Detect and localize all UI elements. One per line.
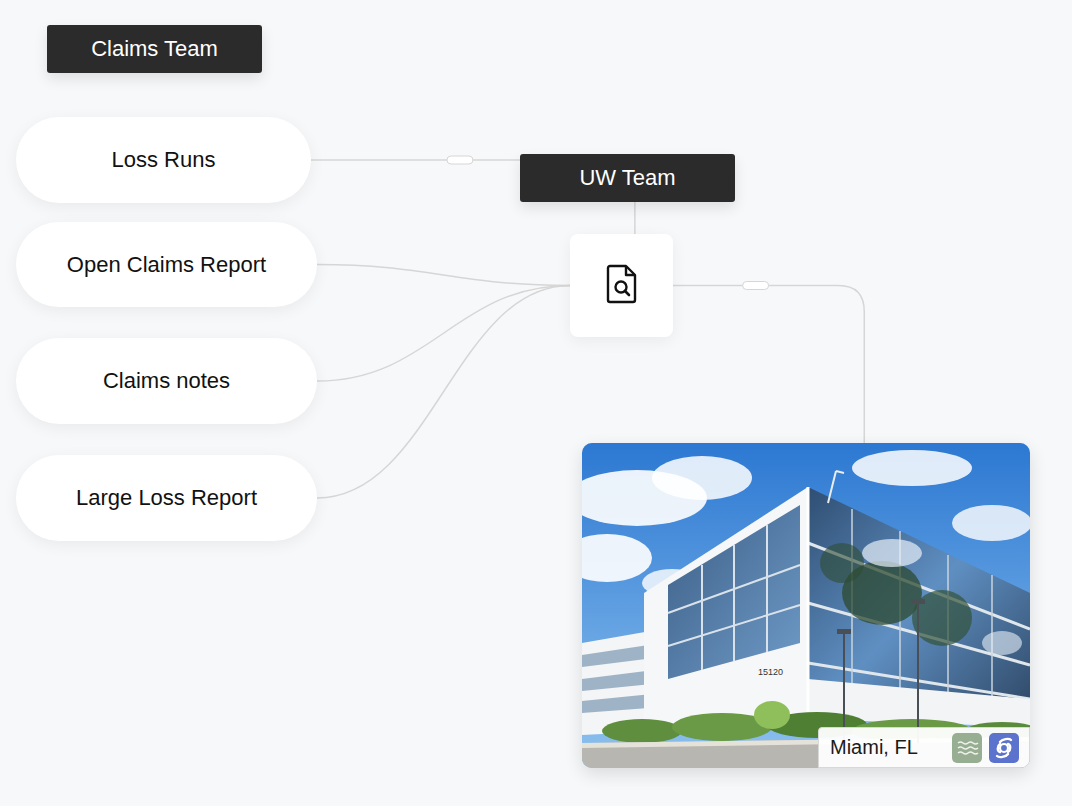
line-marker <box>743 282 769 290</box>
location-tag: Miami, FL <box>818 727 1030 768</box>
flood-risk-icon <box>952 733 982 763</box>
report-name: Loss Runs <box>112 147 216 173</box>
review-icon-box: UW Team <box>570 234 673 337</box>
report-name: Large Loss Report <box>76 485 257 511</box>
report-pill: Large Loss Report <box>16 455 317 541</box>
property-card: Miami, FL 15120 <box>582 443 1030 768</box>
report-pill: Open Claims Report <box>16 222 317 307</box>
report-pill: Claims notes <box>16 338 317 424</box>
office-building-photo <box>582 443 1030 768</box>
report-name: Open Claims Report <box>67 252 266 278</box>
flow-connector <box>317 265 570 286</box>
hurricane-risk-icon <box>989 733 1019 763</box>
report-name: Claims notes <box>103 368 230 394</box>
icon-holder <box>602 262 642 310</box>
location-name: Miami, FL <box>830 736 918 759</box>
risk-icons <box>952 733 1019 763</box>
report-pill: Loss Runs <box>16 117 311 203</box>
team-name: UW Team <box>520 154 735 202</box>
team-name: Claims Team <box>91 36 218 62</box>
flow-connector <box>317 286 570 499</box>
team-badge: Claims Team <box>47 25 262 73</box>
flow-connector <box>673 286 864 444</box>
building-number: 15120 <box>758 667 783 677</box>
document-search-icon <box>602 262 642 306</box>
line-marker <box>447 156 473 164</box>
flow-connector <box>317 286 570 382</box>
